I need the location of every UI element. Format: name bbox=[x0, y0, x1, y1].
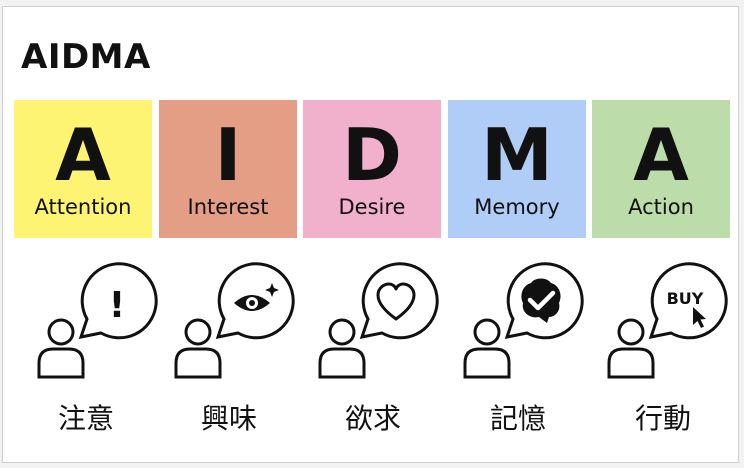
figure-attention: ! bbox=[31, 259, 171, 389]
stage-letter: D bbox=[342, 113, 402, 197]
cursor-icon bbox=[693, 307, 706, 328]
stage-box-desire: D Desire bbox=[303, 100, 441, 238]
person-icon bbox=[318, 318, 366, 379]
stage-letter: A bbox=[633, 113, 689, 197]
buy-label: BUY bbox=[667, 289, 704, 308]
person-with-bubble bbox=[318, 262, 439, 379]
stage-kanji-desire: 欲求 bbox=[344, 402, 401, 435]
figure-interest bbox=[168, 259, 308, 389]
stage-kanji-attention: 注意 bbox=[57, 402, 114, 435]
heart-icon bbox=[376, 282, 416, 321]
speech-bubble-icon bbox=[648, 262, 728, 340]
person-with-bubble: ! bbox=[37, 262, 158, 379]
stage-box-memory: M Memory bbox=[448, 100, 586, 238]
stage-box-action: A Action bbox=[592, 100, 730, 238]
person-with-bubble: BUY bbox=[607, 262, 728, 379]
stage-kanji-memory: 記憶 bbox=[489, 402, 546, 435]
speech-bubble-icon bbox=[359, 262, 439, 340]
stage-word: Memory bbox=[474, 195, 560, 219]
person-icon bbox=[174, 318, 222, 379]
person-icon bbox=[37, 318, 85, 379]
person-icon bbox=[607, 318, 655, 379]
figure-desire bbox=[312, 259, 452, 389]
stage-word: Interest bbox=[187, 195, 269, 219]
exclamation-icon: ! bbox=[109, 285, 125, 326]
person-icon bbox=[463, 318, 511, 379]
stage-letter: I bbox=[214, 113, 242, 197]
figure-action: BUY bbox=[601, 259, 741, 389]
stage-letter: A bbox=[55, 113, 111, 197]
eye-sparkle-icon bbox=[234, 283, 279, 311]
stage-letter: M bbox=[481, 113, 553, 197]
person-with-bubble bbox=[463, 262, 584, 379]
person-with-bubble bbox=[174, 262, 295, 379]
stage-word: Action bbox=[628, 195, 694, 219]
stage-word: Desire bbox=[338, 195, 406, 219]
figure-memory bbox=[457, 259, 597, 389]
brain-check-icon bbox=[521, 278, 561, 323]
diagram-title: AIDMA bbox=[21, 37, 151, 77]
diagram-frame: AIDMA A Attention I Interest D Desire M … bbox=[2, 6, 739, 463]
speech-bubble-icon bbox=[78, 262, 158, 340]
stage-kanji-interest: 興味 bbox=[200, 402, 257, 435]
stage-box-interest: I Interest bbox=[159, 100, 297, 238]
stage-box-attention: A Attention bbox=[14, 100, 152, 238]
stage-kanji-action: 行動 bbox=[634, 402, 691, 435]
stage-word: Attention bbox=[34, 195, 132, 219]
